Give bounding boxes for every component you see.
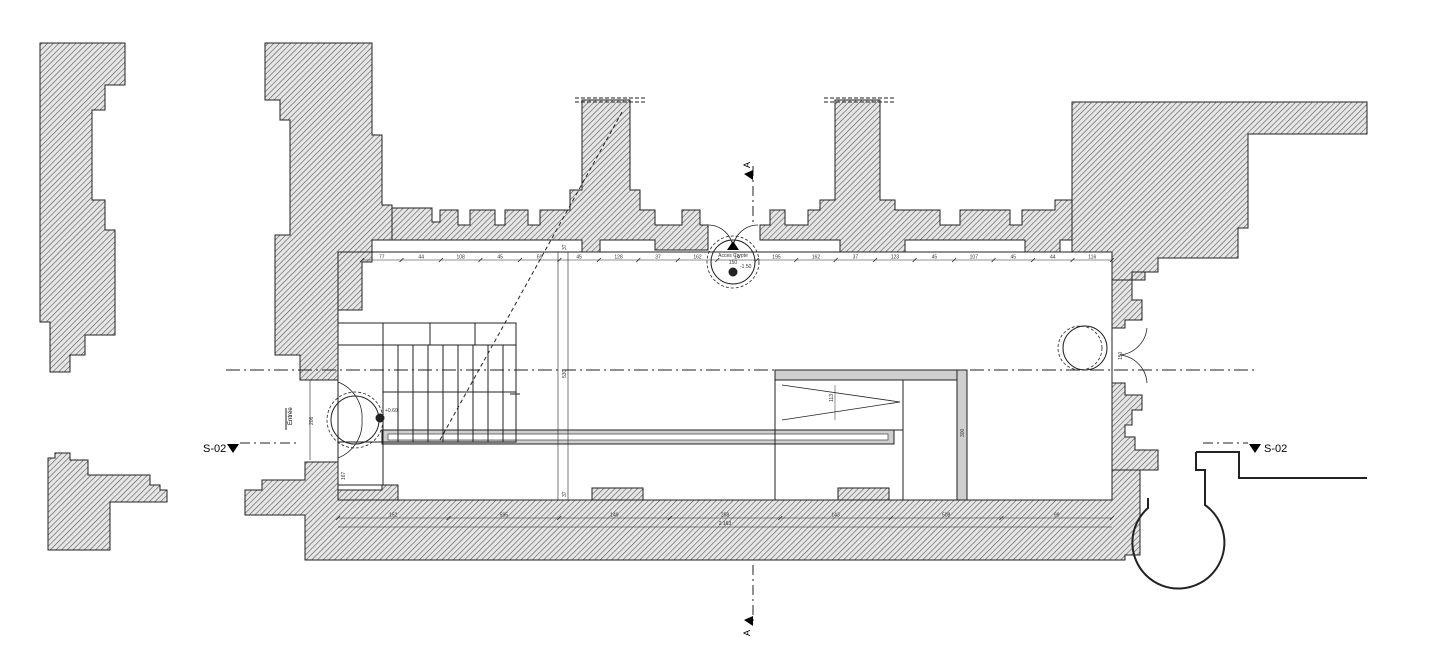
- wall-bottom: [244, 461, 1141, 561]
- dim-top-tick: [991, 257, 996, 263]
- dim-bottom-tick: [1109, 515, 1115, 521]
- entrance-arrow: [727, 241, 739, 250]
- dim-top-value: 45: [932, 255, 938, 261]
- axis-marker-bottom: A: [742, 565, 754, 636]
- wall-right: [1111, 271, 1146, 329]
- wall-top-right: [1071, 101, 1368, 281]
- dim-top-value: 45: [497, 255, 503, 261]
- dim-vert-bottom: 37: [562, 491, 568, 497]
- dim-top-value: 123: [891, 255, 900, 261]
- counter-block: 113 300: [774, 369, 968, 501]
- dim-bottom-tick: [667, 515, 672, 521]
- wall-top-left: [391, 99, 709, 253]
- dim-top-value: 37: [853, 255, 859, 261]
- dim-top-tick: [1109, 257, 1115, 263]
- dim-top-value: 77: [379, 255, 385, 261]
- dim-top-value: 128: [614, 255, 623, 261]
- entrance-level: -1.50: [740, 264, 752, 270]
- dim-top-tick: [596, 257, 602, 263]
- dim-bottom-value: 508: [942, 513, 951, 519]
- right-door: [1057, 325, 1148, 384]
- dim-top-tick: [636, 257, 641, 263]
- well: [1131, 451, 1367, 590]
- dims-top: 77 44 108 45 69 45 128 37 162 14 195 162 37 123 45 107 4…: [359, 255, 1115, 263]
- dim-bottom-tick: [446, 515, 451, 521]
- dim-top-tick: [1030, 257, 1036, 263]
- dim-top-value: 162: [812, 255, 821, 261]
- wall-left: [264, 42, 393, 381]
- bench: [381, 429, 895, 445]
- dim-top-value: 162: [693, 255, 702, 261]
- dim-top-value: 116: [1088, 255, 1096, 261]
- dim-bottom-tick: [556, 515, 562, 521]
- stair-bottom-dim: 167: [341, 471, 347, 480]
- counter-dim: 113: [829, 394, 835, 402]
- dim-top-value: 44: [418, 255, 424, 261]
- dim-top-tick: [359, 257, 365, 263]
- stair-width-dim: 206: [309, 416, 315, 425]
- dim-top-tick: [951, 257, 957, 263]
- dim-top-tick: [793, 257, 799, 263]
- dim-top-tick: [675, 257, 681, 263]
- entrance-dim: 150: [729, 260, 738, 266]
- dim-top-value: 107: [970, 255, 979, 261]
- dim-vert-left: 37: [562, 244, 568, 250]
- dim-bottom-value: 99: [1054, 513, 1060, 519]
- dim-bottom-tick: [778, 515, 783, 521]
- dim-top-value: 45: [576, 255, 582, 261]
- wall-lower-left: [47, 452, 168, 551]
- svg-text:A: A: [742, 162, 752, 168]
- dim-bottom-value: 149: [610, 513, 619, 519]
- dim-bottom-value: 143: [831, 513, 840, 519]
- dim-top-tick: [833, 257, 838, 263]
- dim-top-tick: [438, 257, 444, 263]
- dim-vert-mid: 530: [562, 369, 568, 378]
- dim-top-tick: [517, 257, 523, 263]
- left-door: [326, 380, 385, 462]
- stair: [337, 111, 623, 486]
- wall-top-middle: [759, 99, 1073, 253]
- wall-right-dim: 300: [960, 428, 966, 437]
- svg-text:S-02: S-02: [203, 443, 226, 455]
- dim-total: 2 163: [719, 521, 732, 527]
- section-marker-right: S-02: [1203, 442, 1287, 455]
- wall-far-left: [39, 42, 126, 373]
- svg-text:A: A: [742, 630, 752, 636]
- dim-top-tick: [1070, 257, 1075, 263]
- dim-top-tick: [399, 257, 404, 263]
- entrance-label: Acces Crypte: [718, 253, 748, 259]
- dim-top-tick: [872, 257, 878, 263]
- dim-top-value: 14: [734, 255, 740, 261]
- section-marker-left: S-02: [203, 442, 298, 455]
- dim-top-value: 69: [537, 255, 543, 261]
- dim-top-tick: [754, 257, 760, 263]
- svg-text:S-02: S-02: [1264, 443, 1287, 455]
- axis-marker-top: A: [742, 162, 754, 225]
- wall-right-lower: [1111, 382, 1159, 471]
- dim-bottom-tick: [999, 515, 1004, 521]
- dims-bottom: 152 595 149 258 143 508 99: [335, 513, 1115, 521]
- entrance-side-label: Entrée: [288, 407, 294, 425]
- dim-bottom-tick: [888, 515, 894, 521]
- dim-bottom-value: 258: [721, 513, 730, 519]
- door-right-dim: 150: [1118, 351, 1124, 360]
- room-outline: [337, 251, 1113, 501]
- dim-top-value: 45: [1011, 255, 1017, 261]
- dim-bottom-value: 595: [500, 513, 509, 519]
- stair-level: +0.60: [385, 408, 398, 414]
- dim-bottom-tick: [335, 515, 341, 521]
- dim-top-tick: [714, 257, 720, 263]
- dim-top-value: 195: [772, 255, 781, 261]
- dim-top-value: 108: [457, 255, 466, 261]
- dim-top-tick: [478, 257, 483, 263]
- dim-top-value: 44: [1050, 255, 1056, 261]
- dim-top-tick: [912, 257, 917, 263]
- dim-top-value: 37: [655, 255, 661, 261]
- dim-bottom-value: 152: [389, 513, 398, 519]
